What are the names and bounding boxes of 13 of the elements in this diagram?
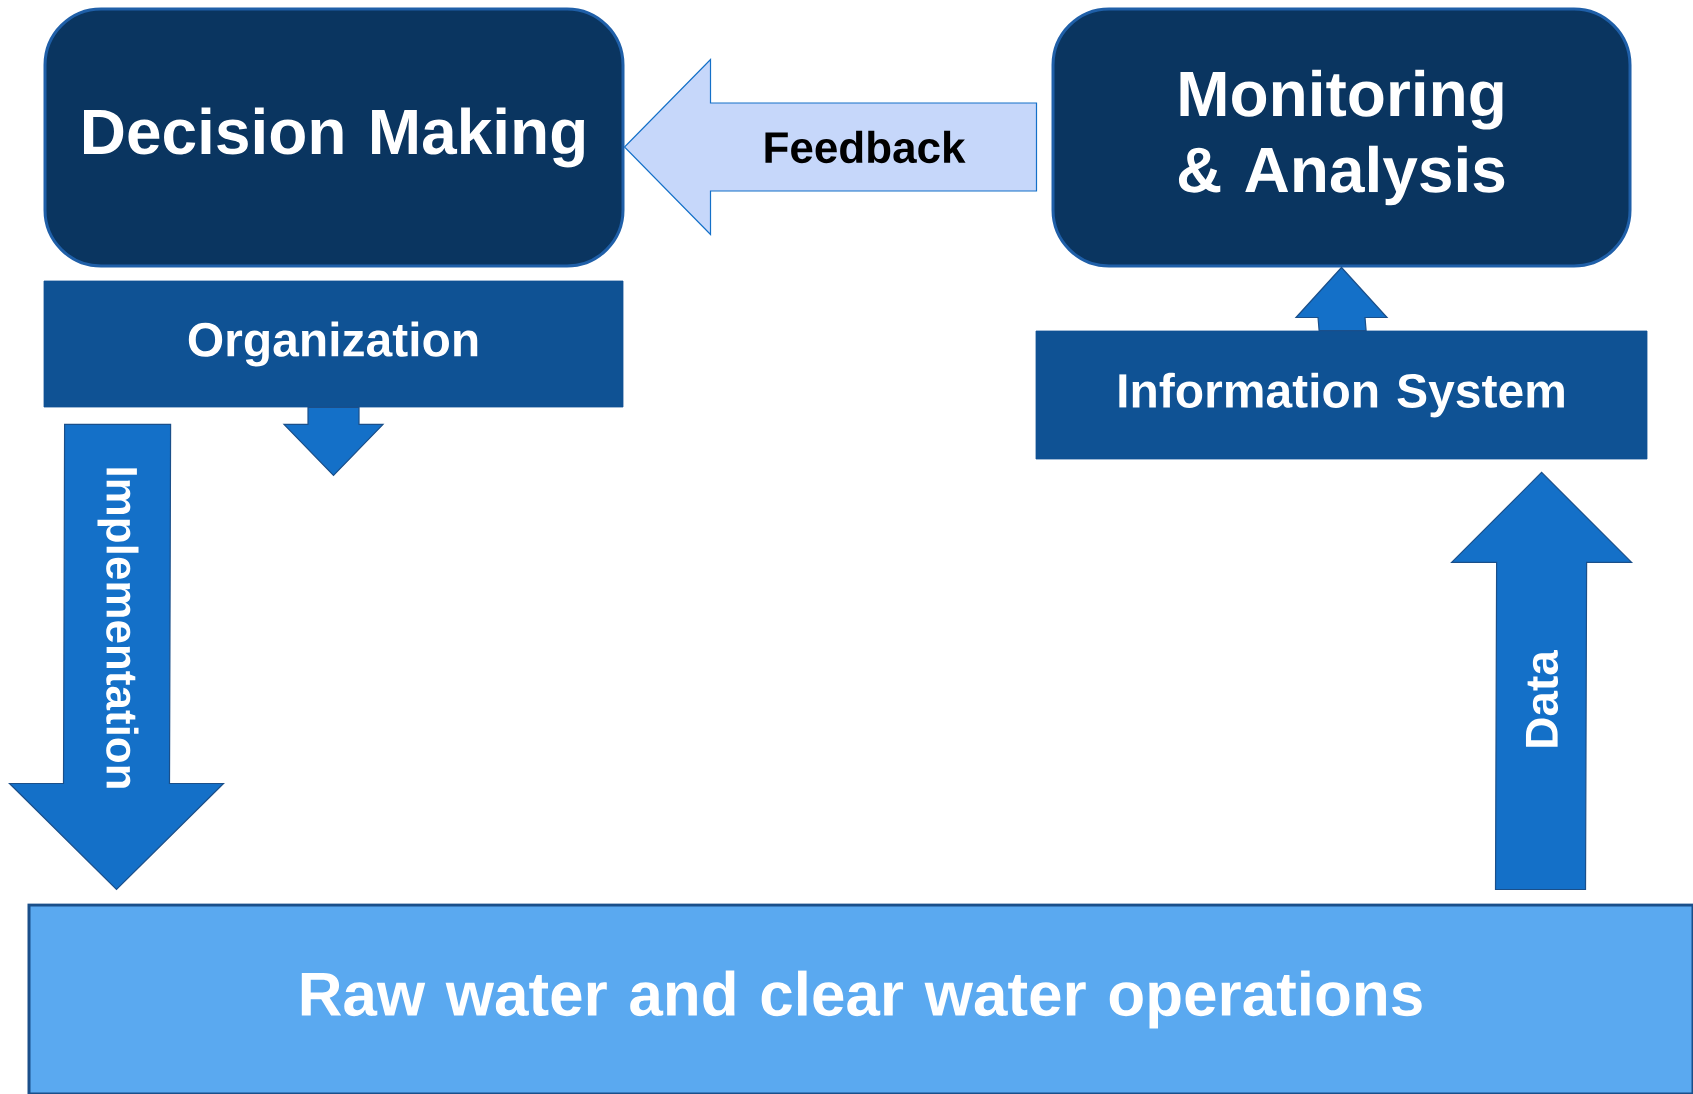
process-box: Monitoring & Analysis bbox=[1051, 7, 1632, 268]
operations-band: Raw water and clear water operations bbox=[27, 903, 1693, 1094]
edge-label: Implementation bbox=[97, 468, 139, 788]
block-arrow bbox=[8, 423, 225, 891]
block-arrow bbox=[1294, 266, 1389, 332]
process-box: Decision Making bbox=[43, 7, 625, 268]
edge-label: Data bbox=[1525, 649, 1559, 747]
process-box: Information System bbox=[1035, 330, 1648, 460]
block-arrow bbox=[623, 58, 1038, 236]
process-box: Organization bbox=[43, 280, 624, 408]
block-arrow bbox=[1450, 471, 1634, 891]
block-arrow bbox=[282, 406, 385, 477]
edge-label: Feedback bbox=[765, 130, 966, 164]
